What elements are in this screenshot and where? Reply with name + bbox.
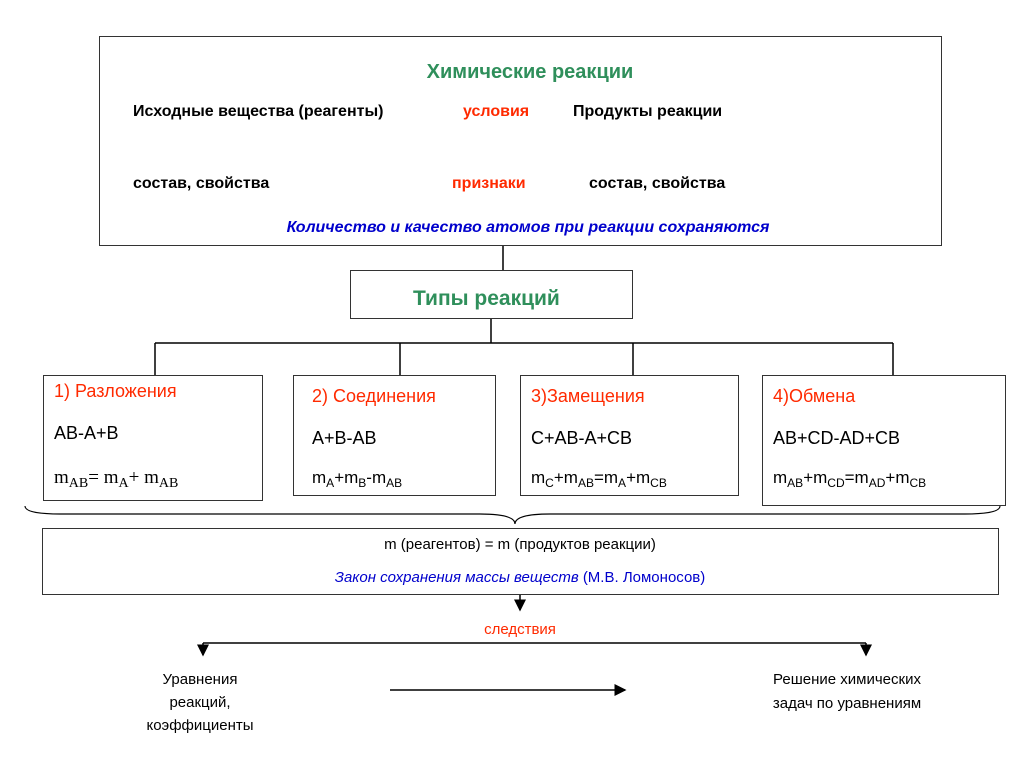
type-formula: mAB+mCD=mAD+mCB xyxy=(773,468,926,490)
type-title: 3)Замещения xyxy=(531,386,645,406)
type-title: 2) Соединения xyxy=(312,386,436,406)
type-scheme: AB-A+B xyxy=(54,423,119,443)
law-box xyxy=(42,528,999,595)
formula-subscript: AB xyxy=(68,476,89,491)
right-result-line: Решение химических xyxy=(773,671,921,688)
formula-subscript: A xyxy=(326,476,335,490)
right-result-line: задач по уравнениям xyxy=(772,695,922,712)
formula-term: m xyxy=(54,467,69,488)
formula-subscript: CB xyxy=(909,476,927,490)
type-formula: mA+mB-mAB xyxy=(312,468,402,490)
main-title: Химические реакции xyxy=(426,61,634,83)
formula-subscript: AD xyxy=(868,476,886,490)
formula-term: +m xyxy=(803,468,828,487)
type-scheme: A+B-AB xyxy=(312,428,377,448)
right-result: Решение химических задач по уравнениям xyxy=(773,668,921,716)
formula-subscript: CB xyxy=(650,476,667,490)
formula-term: = m xyxy=(88,467,119,488)
chemical-reactions-box xyxy=(99,36,942,246)
formula-subscript: AB xyxy=(386,476,403,490)
law-author: (М.В. Ломоносов) xyxy=(578,569,706,586)
type-scheme: AB+CD-AD+CB xyxy=(773,428,901,448)
formula-term: +m xyxy=(626,468,651,487)
type-box-substitution xyxy=(520,375,739,496)
formula-term: + m xyxy=(128,467,159,488)
left-result-line: реакций, xyxy=(169,694,231,711)
type-box-combination xyxy=(293,375,496,496)
law-name: Закон сохранения массы веществ xyxy=(334,569,579,586)
type-scheme: C+AB-A+CB xyxy=(531,428,633,448)
left-result: Уравнения реакций, коэффициенты xyxy=(146,668,253,737)
formula-term: +m xyxy=(885,468,910,487)
formula-term: +m xyxy=(553,468,578,487)
reagents-properties: состав, свойства xyxy=(133,175,270,192)
reaction-types-title: Типы реакций xyxy=(413,287,560,310)
formula-subscript: AB xyxy=(787,476,804,490)
conditions-label: условия xyxy=(463,103,530,120)
signs-label: признаки xyxy=(452,175,526,192)
mass-equation: m (реагентов) = m (продуктов реакции) xyxy=(384,536,656,553)
left-result-line: Уравнения xyxy=(162,671,238,688)
law-statement: Закон сохранения массы веществ (М.В. Лом… xyxy=(335,569,706,586)
formula-term: m xyxy=(773,468,788,487)
formula-subscript: A xyxy=(618,476,627,490)
type-box-decomposition xyxy=(43,375,263,501)
left-result-line: коэффициенты xyxy=(146,717,254,734)
consequences-label: следствия xyxy=(484,621,556,638)
brace xyxy=(24,505,1001,525)
formula-term: =m xyxy=(593,468,619,487)
reagents-label: Исходные вещества (реагенты) xyxy=(133,103,384,120)
type-title: 1) Разложения xyxy=(54,381,177,401)
conservation-statement: Количество и качество атомов при реакции… xyxy=(286,219,770,236)
type-box-exchange xyxy=(762,375,1006,506)
formula-term: +m xyxy=(334,468,359,487)
formula-term: =m xyxy=(844,468,869,487)
products-properties: состав, свойства xyxy=(589,175,726,192)
formula-term: m xyxy=(312,468,327,487)
type-title: 4)Обмена xyxy=(773,386,856,406)
reaction-types-box xyxy=(350,270,633,319)
formula-term: m xyxy=(531,468,546,487)
formula-term: -m xyxy=(366,468,387,487)
formula-subscript: AB xyxy=(158,476,179,491)
formula-subscript: AB xyxy=(577,476,594,490)
formula-subscript: A xyxy=(118,476,129,491)
type-formula: mAB= mA+ mAB xyxy=(54,467,178,492)
formula-subscript: B xyxy=(358,476,367,490)
type-formula: mC+mAB=mA+mCB xyxy=(531,468,667,490)
products-label: Продукты реакции xyxy=(573,103,723,120)
formula-subscript: CD xyxy=(827,476,845,490)
formula-subscript: C xyxy=(545,476,554,490)
